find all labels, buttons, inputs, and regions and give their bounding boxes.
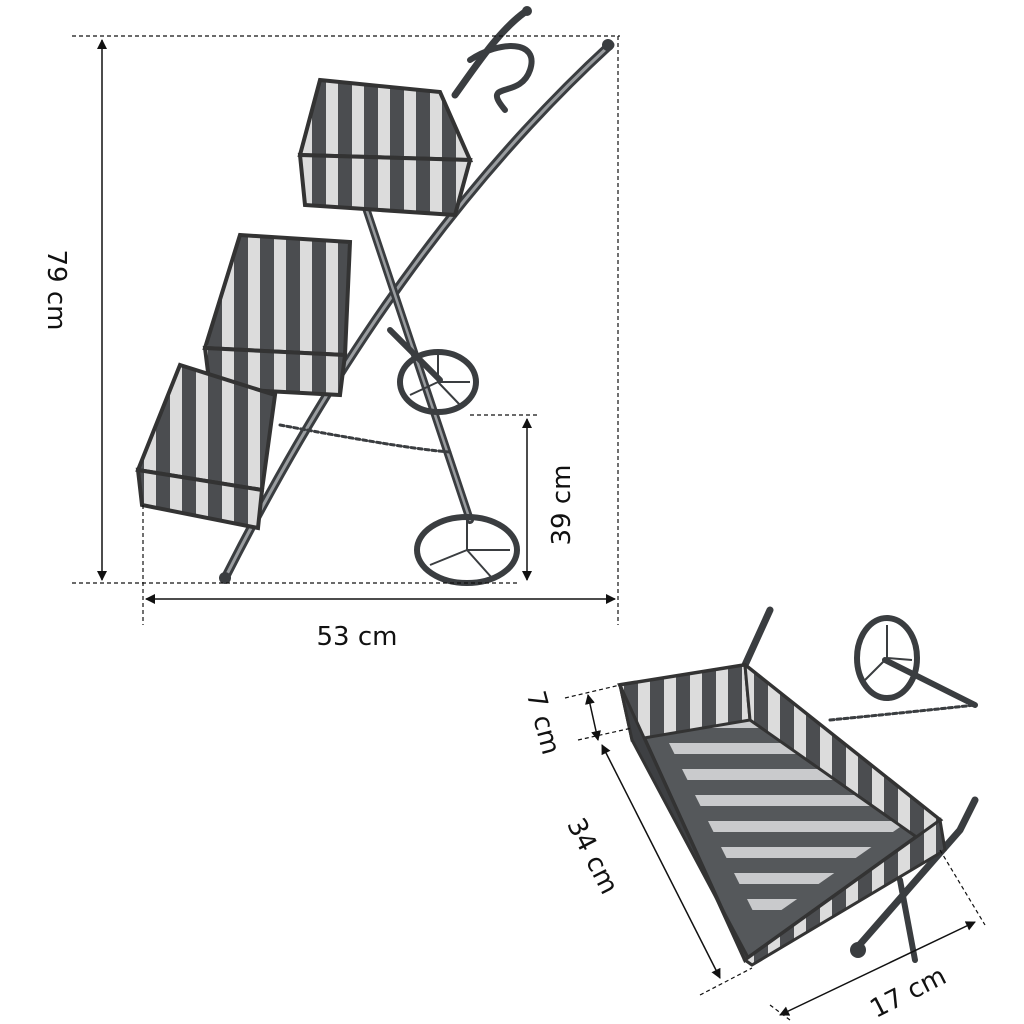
top-basket (297, 77, 474, 218)
detail-basket (617, 661, 947, 967)
main-dimension-lines (72, 35, 620, 625)
height-label: 79 cm (41, 250, 71, 331)
box-height-label: 7 cm (520, 688, 566, 758)
box-length-label: 34 cm (560, 813, 623, 899)
frame-foot (219, 572, 231, 584)
basket-detail-view (617, 606, 979, 967)
lower-wheel (414, 514, 520, 586)
bottom-basket (135, 362, 278, 531)
middle-basket (202, 232, 353, 398)
detail-dimension-lines (564, 684, 986, 1021)
plant-stand-main-view (135, 6, 615, 586)
handle-cap (602, 39, 614, 51)
wheel-height-label: 39 cm (547, 465, 577, 546)
detail-foot (850, 942, 866, 958)
width-label: 53 cm (317, 622, 398, 652)
detail-wheel (854, 615, 920, 701)
handle-cap-top (522, 6, 532, 16)
box-width-label: 17 cm (865, 961, 951, 1024)
upper-wheel (397, 349, 479, 415)
